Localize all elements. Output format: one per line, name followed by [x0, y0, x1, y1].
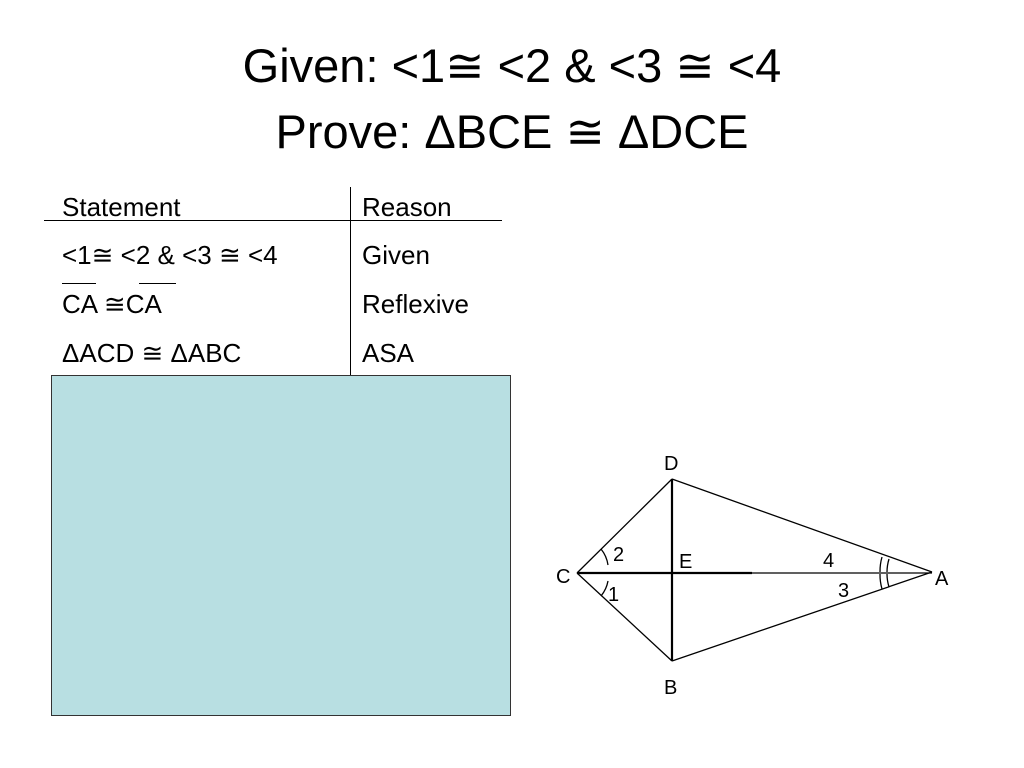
- angle-4-arc-1: [879, 556, 883, 573]
- header-statement: Statement: [62, 192, 181, 222]
- given-title: Given: <1≅ <2 & <3 ≅ <4: [242, 39, 782, 92]
- label-d: D: [664, 453, 678, 475]
- row1-reason: Given: [362, 240, 430, 270]
- header-reason: Reason: [362, 192, 452, 222]
- column-rule: [350, 187, 351, 375]
- segment-bar-right: [139, 283, 176, 284]
- row2-statement: CA ≅CA: [62, 289, 162, 319]
- angle-1-arc: [600, 580, 609, 597]
- label-a: A: [935, 568, 949, 590]
- row1-statement: <1≅ <2 & <3 ≅ <4: [62, 240, 278, 270]
- angle-4-arc-2: [886, 558, 890, 573]
- row3-statement: ΔACD ≅ ΔABC: [62, 338, 242, 368]
- row3-reason: ASA: [362, 338, 415, 368]
- angle-label-4: 4: [823, 550, 834, 572]
- row2-reason: Reflexive: [362, 289, 469, 319]
- segment-cd: [576, 478, 673, 574]
- angle-3-arc-1: [879, 573, 883, 590]
- angle-label-2: 2: [613, 544, 624, 566]
- label-e: E: [679, 551, 692, 573]
- segment-bar-left: [62, 283, 96, 284]
- label-b: B: [664, 677, 677, 699]
- segment-ab: [671, 571, 933, 662]
- angle-label-1: 1: [608, 584, 619, 606]
- header-rule: [44, 220, 502, 221]
- label-c: C: [556, 566, 570, 588]
- angle-label-3: 3: [838, 580, 849, 602]
- segment-da: [671, 478, 933, 573]
- prove-title: Prove: ΔBCE ≅ ΔDCE: [275, 105, 749, 158]
- angle-2-arc: [600, 548, 609, 566]
- angle-3-arc-2: [886, 573, 890, 588]
- cover-box: [51, 375, 511, 716]
- segment-bc: [576, 572, 673, 662]
- proof-table: Statement Reason <1≅ <2 & <3 ≅ <4 Given …: [0, 0, 520, 380]
